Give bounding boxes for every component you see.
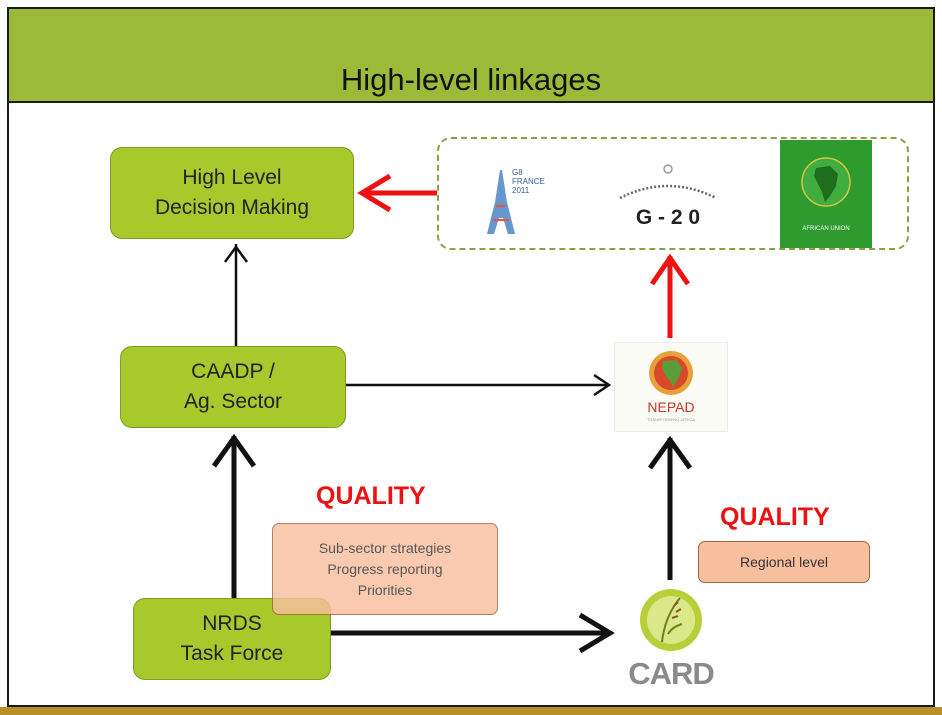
caadp-box: CAADP / Ag. Sector: [120, 346, 346, 428]
high-level-line2: Decision Making: [154, 196, 310, 219]
quality-label-left: QUALITY: [316, 482, 426, 510]
nepad-logo: NEPAD TRANSFORMING AFRICA: [614, 342, 728, 432]
note-line: Regional level: [740, 553, 828, 570]
note-line: Progress reporting: [327, 560, 443, 577]
arrow-bodies-to-high-level: [357, 173, 437, 213]
note-line: Priorities: [357, 581, 413, 598]
card-text: CARD: [628, 656, 715, 691]
caadp-line2: Ag. Sector: [183, 390, 283, 413]
title-bar: [9, 9, 933, 103]
africa-map-icon: [801, 157, 851, 207]
africa-globe-icon: [649, 351, 693, 395]
sub-sector-note: Sub-sector strategies Progress reporting…: [272, 523, 498, 615]
title-divider: [9, 101, 933, 103]
g20-text: G - 2 0: [635, 206, 701, 229]
arrow-caadp-to-high-level: [223, 244, 249, 346]
arrow-nrds-to-card: [331, 612, 615, 654]
g8-line1: G8: [512, 168, 523, 177]
african-union-logo: AFRICAN UNION: [780, 140, 872, 248]
regional-level-note: Regional level: [698, 541, 870, 583]
g20-logo: G - 2 0: [612, 162, 724, 238]
nrds-line2: Task Force: [180, 642, 284, 665]
note-line: Sub-sector strategies: [318, 539, 452, 556]
card-logo: CARD: [618, 584, 724, 694]
eiffel-tower-icon: [487, 170, 515, 234]
quality-label-right: QUALITY: [720, 503, 830, 531]
arrow-nrds-to-caadp: [211, 433, 257, 598]
high-level-decision-making-box: High Level Decision Making: [110, 147, 354, 239]
slide-frame: [7, 7, 935, 707]
nrds-line1: NRDS: [202, 612, 262, 635]
nepad-tagline: TRANSFORMING AFRICA: [646, 417, 695, 422]
au-text: AFRICAN UNION: [802, 226, 850, 232]
g8-line3: 2011: [512, 186, 530, 195]
arrow-card-to-nepad: [647, 435, 693, 580]
g20-arc-icon: [619, 164, 717, 200]
rice-plant-icon: [640, 589, 702, 651]
g8-line2: FRANCE: [512, 177, 545, 186]
slide-title: High-level linkages: [340, 62, 602, 97]
nepad-text: NEPAD: [647, 399, 695, 415]
g8-france-logo: G8 FRANCE 2011: [480, 162, 550, 240]
bottom-accent-bar: [0, 707, 942, 715]
arrow-caadp-to-nepad: [346, 373, 612, 397]
high-level-line1: High Level: [182, 166, 282, 189]
international-bodies-group: [437, 137, 909, 250]
caadp-line1: CAADP /: [191, 360, 275, 383]
arrow-nepad-to-bodies: [649, 253, 691, 338]
